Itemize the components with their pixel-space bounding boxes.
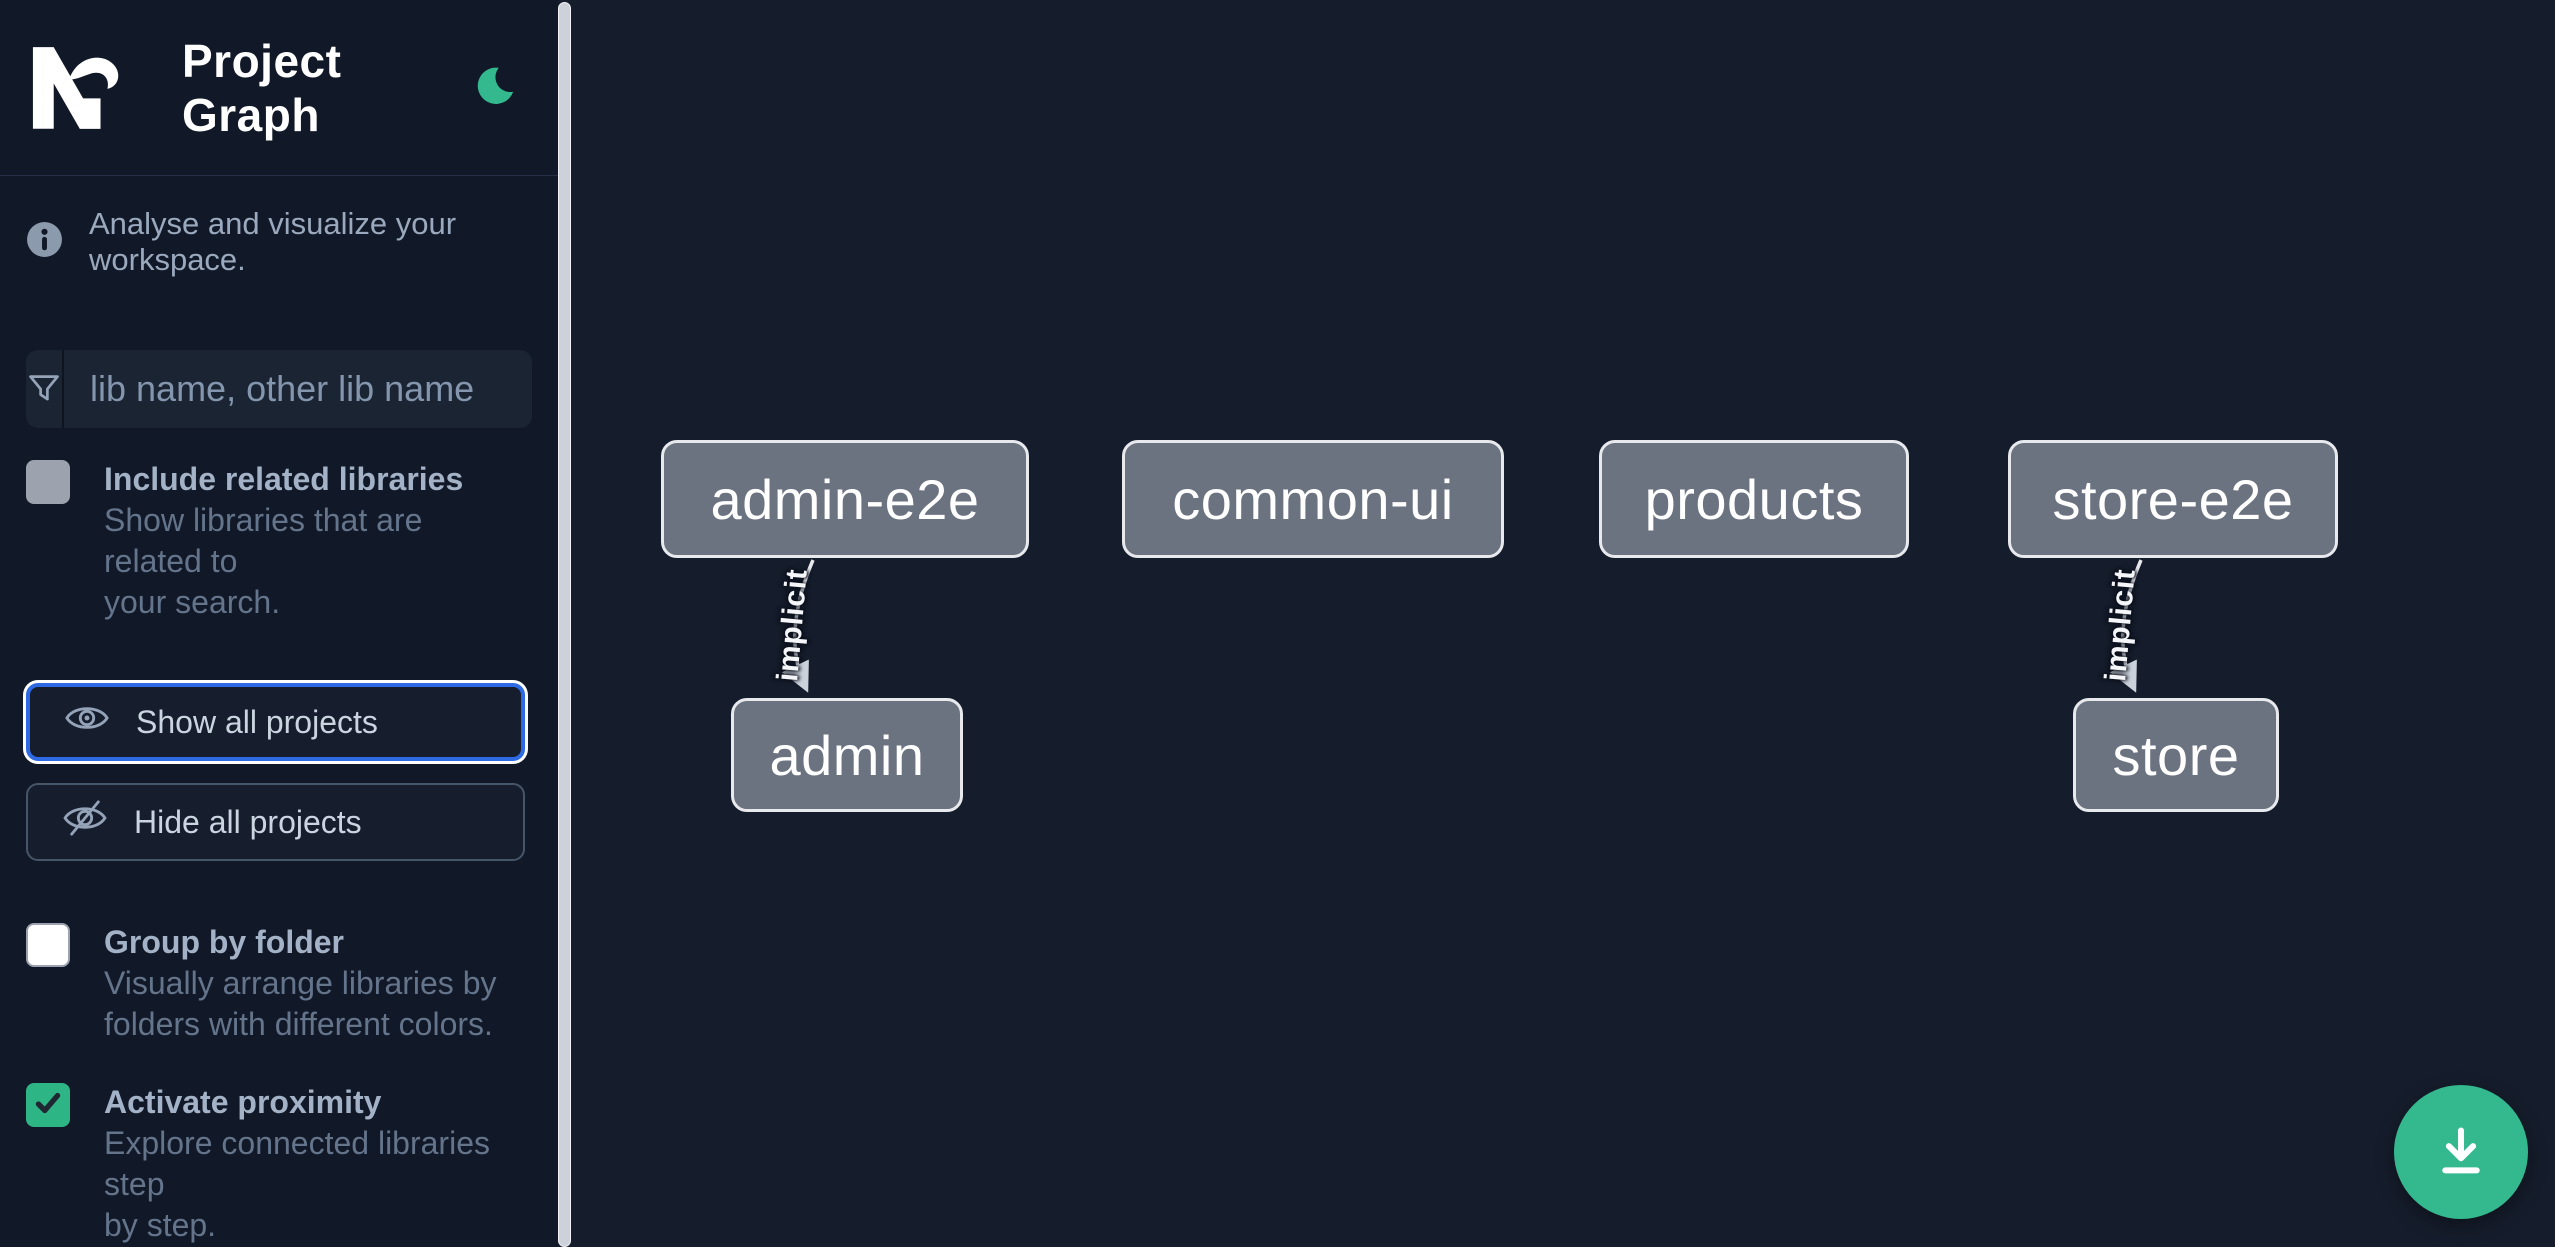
include-related-option: Include related libraries Show libraries… [0, 458, 558, 623]
hide-all-projects-label: Hide all projects [134, 803, 362, 840]
sidebar-scrollbar[interactable] [558, 2, 571, 1247]
graph-canvas[interactable]: implicit implicit admin-e2e common-ui pr… [571, 0, 2555, 1247]
activate-proximity-checkbox[interactable] [26, 1083, 70, 1127]
page-title: Project Graph [182, 34, 342, 141]
include-related-description: Show libraries that are related to your … [104, 502, 423, 620]
activate-proximity-option: Activate proximity Explore connected lib… [0, 1081, 558, 1246]
include-related-checkbox[interactable] [26, 460, 70, 504]
include-related-label: Include related libraries [104, 461, 464, 497]
theme-toggle-button[interactable] [470, 62, 518, 114]
group-by-folder-option: Group by folder Visually arrange librari… [0, 921, 558, 1045]
edge-admin-e2e-to-admin [782, 559, 815, 693]
check-icon [31, 1086, 65, 1125]
show-all-projects-button[interactable]: Show all projects [26, 683, 525, 761]
info-icon [26, 221, 63, 263]
workspace-tagline: Analyse and visualize your workspace. [89, 206, 457, 277]
activate-proximity-label: Activate proximity [104, 1084, 382, 1120]
nx-logo [26, 43, 130, 133]
group-by-folder-label: Group by folder [104, 924, 344, 960]
activate-proximity-description: Explore connected libraries step by step… [104, 1125, 490, 1243]
edge-store-e2e-to-store [2110, 559, 2143, 693]
group-by-folder-description: Visually arrange libraries by folders wi… [104, 965, 497, 1042]
moon-icon [471, 63, 517, 112]
show-all-projects-label: Show all projects [136, 703, 378, 740]
project-node-admin[interactable]: admin [731, 698, 963, 812]
filter-funnel-icon [26, 350, 64, 428]
group-by-folder-checkbox[interactable] [26, 923, 70, 967]
project-node-store-e2e[interactable]: store-e2e [2008, 440, 2338, 558]
eye-icon [64, 701, 110, 743]
project-node-common-ui[interactable]: common-ui [1122, 440, 1504, 558]
hide-all-projects-button[interactable]: Hide all projects [26, 783, 525, 861]
download-button[interactable] [2394, 1085, 2528, 1219]
project-node-products[interactable]: products [1599, 440, 1909, 558]
project-node-store[interactable]: store [2073, 698, 2279, 812]
sidebar: Project Graph Analyse and visualize your… [0, 0, 558, 1247]
workspace-tagline-row: Analyse and visualize your workspace. [0, 206, 558, 278]
eye-off-icon [62, 799, 108, 845]
download-icon [2432, 1122, 2490, 1183]
dependency-edges [782, 559, 2143, 693]
sidebar-header: Project Graph [0, 0, 558, 176]
project-node-admin-e2e[interactable]: admin-e2e [661, 440, 1029, 558]
search-box [26, 350, 532, 428]
search-input[interactable] [64, 350, 532, 428]
